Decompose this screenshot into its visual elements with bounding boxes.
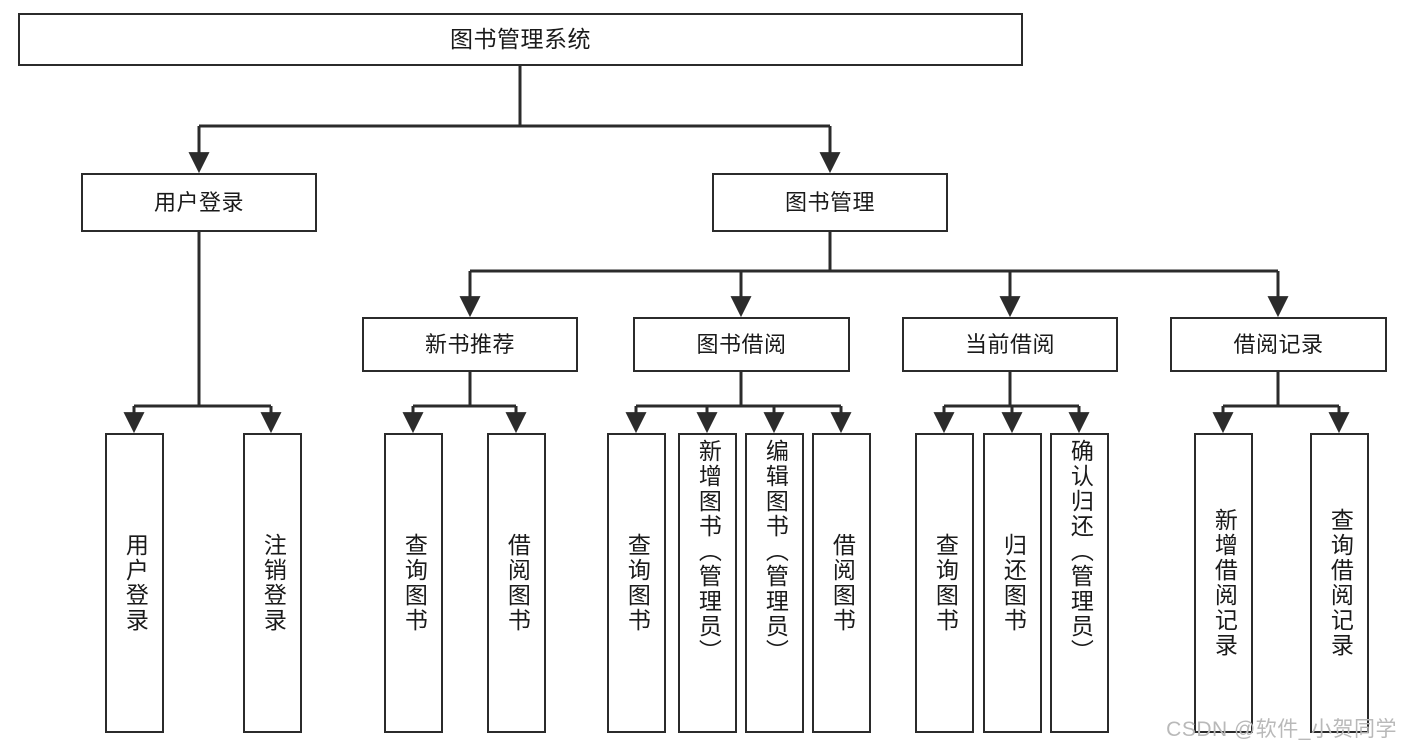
leaf-label: 查询借阅记录 xyxy=(1327,508,1354,658)
leaf-new-book-query[interactable]: 查询图书 xyxy=(384,433,443,733)
leaf-book-borrow-edit[interactable]: 编辑图书（管理员） xyxy=(745,433,804,733)
leaf-user-login-login[interactable]: 用户登录 xyxy=(105,433,164,733)
node-label: 新书推荐 xyxy=(424,331,515,357)
node-book-management-system[interactable]: 图书管理系统 xyxy=(18,13,1023,66)
leaf-label: 借阅图书 xyxy=(829,533,856,633)
node-label: 当前借阅 xyxy=(964,331,1055,357)
leaf-label: 新增借阅记录 xyxy=(1211,508,1238,658)
leaf-borrow-record-add[interactable]: 新增借阅记录 xyxy=(1194,433,1253,733)
node-label: 图书管理系统 xyxy=(450,25,591,52)
node-current-borrow[interactable]: 当前借阅 xyxy=(902,317,1118,372)
node-borrow-record[interactable]: 借阅记录 xyxy=(1170,317,1387,372)
node-book-borrow[interactable]: 图书借阅 xyxy=(633,317,850,372)
leaf-label: 确认归还（管理员） xyxy=(1067,439,1094,664)
node-label: 图书借阅 xyxy=(696,331,787,357)
leaf-label: 查询图书 xyxy=(932,533,959,633)
node-label: 借阅记录 xyxy=(1233,331,1324,357)
node-new-book-recommend[interactable]: 新书推荐 xyxy=(362,317,578,372)
leaf-current-borrow-confirm-return[interactable]: 确认归还（管理员） xyxy=(1050,433,1109,733)
leaf-current-borrow-return[interactable]: 归还图书 xyxy=(983,433,1042,733)
leaf-label: 编辑图书（管理员） xyxy=(762,439,789,664)
node-book-management[interactable]: 图书管理 xyxy=(712,173,948,232)
leaf-new-book-borrow[interactable]: 借阅图书 xyxy=(487,433,546,733)
node-user-login[interactable]: 用户登录 xyxy=(81,173,317,232)
leaf-label: 新增图书（管理员） xyxy=(695,439,722,664)
leaf-book-borrow-query[interactable]: 查询图书 xyxy=(607,433,666,733)
leaf-current-borrow-query[interactable]: 查询图书 xyxy=(915,433,974,733)
watermark: CSDN @软件_小贺同学 xyxy=(1166,718,1397,741)
leaf-book-borrow-add[interactable]: 新增图书（管理员） xyxy=(678,433,737,733)
leaf-label: 查询图书 xyxy=(624,533,651,633)
leaf-label: 查询图书 xyxy=(401,533,428,633)
leaf-borrow-record-query[interactable]: 查询借阅记录 xyxy=(1310,433,1369,733)
leaf-user-login-logout[interactable]: 注销登录 xyxy=(243,433,302,733)
leaf-label: 注销登录 xyxy=(260,533,287,633)
leaf-label: 借阅图书 xyxy=(504,533,531,633)
leaf-book-borrow-borrow[interactable]: 借阅图书 xyxy=(812,433,871,733)
leaf-label: 用户登录 xyxy=(122,533,149,633)
leaf-label: 归还图书 xyxy=(1000,533,1027,633)
node-label: 用户登录 xyxy=(153,189,244,215)
node-label: 图书管理 xyxy=(784,189,875,215)
